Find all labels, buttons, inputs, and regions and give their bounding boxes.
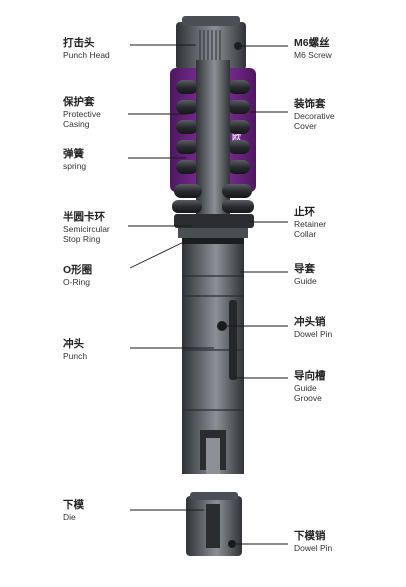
punch-head-knurl (199, 30, 221, 60)
spring-coils (176, 80, 250, 174)
label-retainer-collar: 止环 Retainer Collar (294, 206, 327, 239)
die-slot (206, 504, 220, 548)
guide-groove (229, 300, 237, 380)
leader-lines (128, 44, 288, 545)
label-m6-screw: M6螺丝 M6 Screw (294, 37, 332, 60)
label-decorative-cover: 装饰套 Decorative Cover (294, 98, 335, 131)
die-top (190, 492, 238, 500)
label-die-dowel-pin: 下模销 Dowel Pin (294, 530, 333, 553)
leader-o-ring (129, 237, 193, 269)
retainer-collar (174, 214, 254, 228)
label-stop-ring: 半圆卡环 Semicircular Stop Ring (63, 211, 110, 244)
label-die: 下模 Die (63, 499, 84, 522)
stop-ring (178, 228, 248, 238)
label-protective-casing: 保护套 Protective Casing (63, 96, 101, 129)
punch-tip (206, 438, 220, 474)
punch-head-cap (182, 16, 240, 26)
o-ring (182, 238, 244, 244)
label-punch: 冲头 Punch (63, 338, 88, 361)
label-guide: 导套 Guide (294, 263, 317, 286)
label-punch-head: 打击头 Punch Head (63, 37, 110, 60)
label-o-ring: O形圈 O-Ring (63, 264, 93, 287)
label-guide-groove: 导向槽 Guide Groove (294, 370, 326, 403)
label-spring: 弹簧 spring (63, 148, 87, 171)
punch-head-body (176, 22, 246, 70)
cover-logo-mark: 欧 (232, 131, 241, 142)
label-dowel-pin: 冲头销 Dowel Pin (294, 316, 333, 339)
lower-spring-coils (172, 184, 254, 213)
